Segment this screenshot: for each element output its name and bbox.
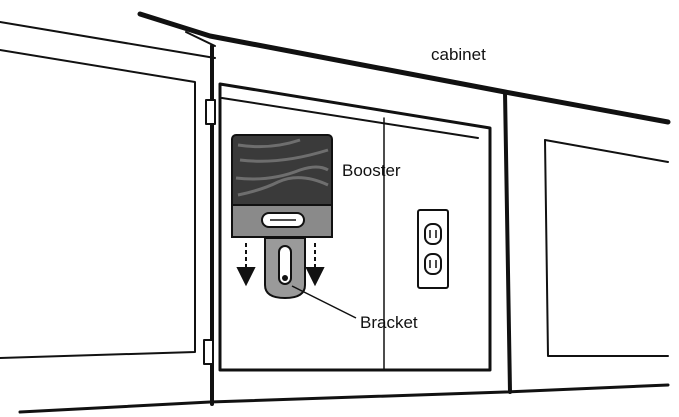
right-arrow-head [305,267,325,287]
cabinet-bottom-edge [18,383,670,414]
bracket [264,237,306,300]
cabinet-divider [503,90,512,394]
bottom-hinge [203,339,214,365]
right-cabinet-panel [544,139,669,163]
booster [231,134,333,238]
outlet-socket-top [424,223,442,245]
cabinet-door-panel [0,49,196,359]
cabinet-label: cabinet [431,45,486,64]
cabinet-top-edge [137,11,671,125]
left-arrow-head [236,267,256,287]
cabinet-opening [218,82,492,372]
outlet-socket-bottom [424,253,442,275]
top-hinge [205,99,216,125]
mounting-arrows [236,243,325,287]
cabinet-top-inner-edge [185,31,216,47]
bracket-slot [278,245,292,285]
bracket-screw [282,275,288,281]
cabinet-interior-top [221,97,479,139]
outlet-plate [417,209,449,289]
bracket-leader-line [291,285,357,319]
cabinet-frame [0,11,671,414]
booster-label: Booster [342,161,401,180]
booster-texture [235,138,329,197]
cabinet-door-outline [0,21,216,59]
wall-outlet [417,209,449,289]
bracket-label: Bracket [360,313,418,332]
right-cabinet-panel-side [544,139,669,357]
